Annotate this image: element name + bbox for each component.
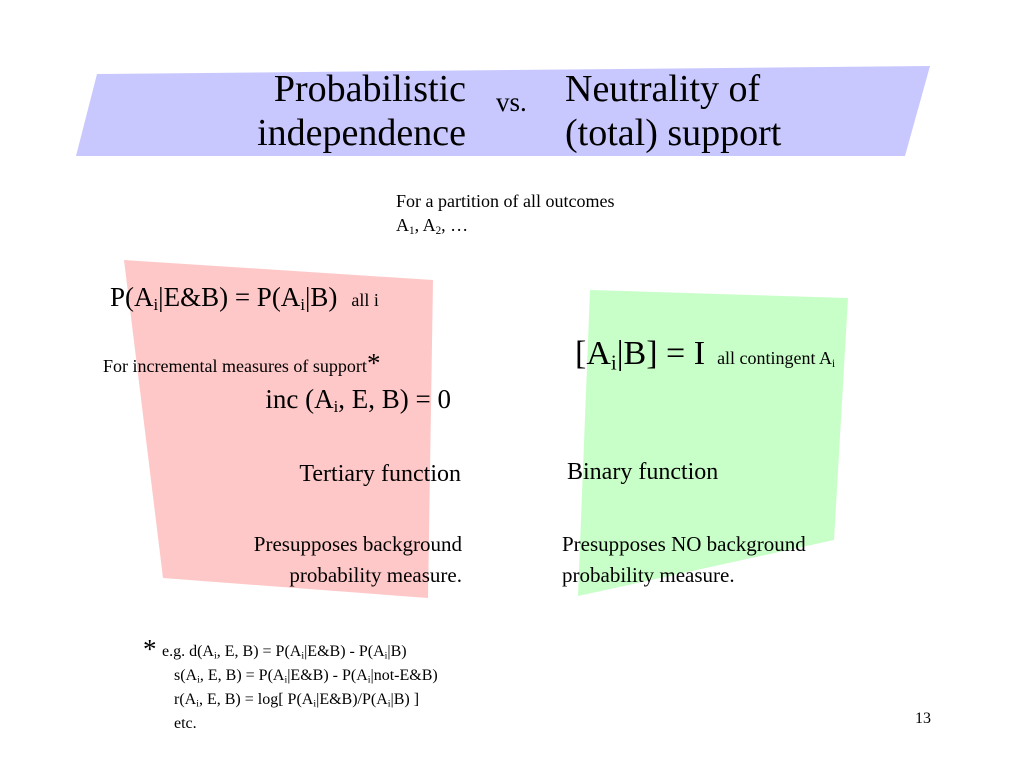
page-number: 13	[915, 710, 931, 727]
footnote-d: e.g. d(Ai, E, B) = P(Ai|E&B) - P(Ai|B)	[162, 643, 407, 662]
tertiary-function: Tertiary function	[299, 461, 461, 487]
title-right-line1: Neutrality of	[565, 68, 761, 110]
partition-note: For a partition of all outcomes A1, A2, …	[396, 189, 614, 237]
title-vs: vs.	[496, 87, 527, 117]
title-right-line2: (total) support	[565, 112, 782, 154]
title-left-line1: Probabilistic	[273, 68, 466, 110]
binary-function: Binary function	[567, 459, 719, 485]
footnote: e.g. d(Ai, E, B) = P(Ai|E&B) - P(Ai|B) s…	[162, 640, 438, 736]
right-panel-shape	[578, 290, 848, 596]
title-right: Neutrality of (total) support	[565, 67, 781, 155]
contingent-note: all contingent Ai	[717, 348, 836, 370]
incremental-note: For incremental measures of support*	[103, 348, 381, 378]
all-i-note: all i	[351, 290, 379, 310]
partition-line1: For a partition of all outcomes	[396, 191, 615, 211]
footnote-etc: etc.	[174, 715, 197, 732]
independence-equation: P(Ai|E&B) = P(Ai|B) all i	[110, 282, 379, 315]
left-panel-shape	[124, 260, 433, 598]
footnote-r: r(Ai, E, B) = log[ P(Ai|E&B)/P(Ai|B) ]	[174, 691, 420, 710]
title-band	[76, 66, 930, 156]
title-left: Probabilistic independence	[257, 67, 466, 155]
right-presupposes: Presupposes NO background probability me…	[562, 532, 806, 587]
neutrality-equation: [Ai|B] = I all contingent Ai	[575, 335, 836, 375]
title-left-line2: independence	[257, 112, 466, 154]
footnote-marker: *	[366, 348, 381, 378]
partition-line2: A1, A2, …	[396, 215, 469, 237]
footnote-star: *	[143, 634, 157, 664]
footnote-s: s(Ai, E, B) = P(Ai|E&B) - P(Ai|not-E&B)	[174, 667, 438, 686]
inc-equation: inc (Ai, E, B) = 0	[265, 384, 451, 417]
left-presupposes: Presupposes background probability measu…	[253, 532, 462, 587]
